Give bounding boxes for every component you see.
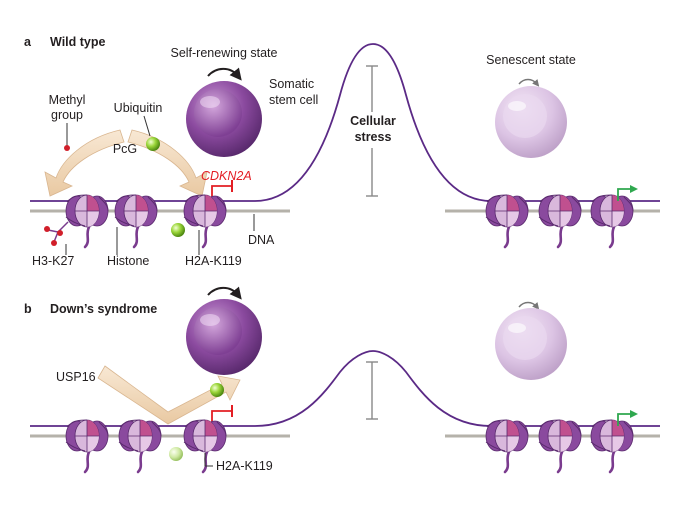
senescent-cell-icon — [495, 308, 567, 380]
nucleosome-icon — [117, 418, 163, 474]
usp16-label: USP16 — [56, 370, 96, 384]
activation-arrow-icon — [617, 413, 632, 426]
stem-cell-icon — [186, 81, 262, 157]
ubiquitin-pale-icon — [169, 447, 183, 461]
h3k27-label: H3-K27 — [32, 254, 74, 268]
nucleosome-icon — [182, 193, 228, 249]
panel-b: b Down’s syndrome USP16 H2A-K119 — [24, 286, 660, 474]
pcg-label: PcG — [113, 142, 137, 156]
repression-arrow-icon — [211, 185, 232, 200]
panel-a-title: Wild type — [50, 35, 105, 49]
self-renewing-label: Self-renewing state — [170, 46, 277, 60]
activation-arrow-head — [630, 185, 638, 193]
usp16-arrow — [97, 365, 241, 425]
dna-stress-curve-a — [30, 43, 660, 202]
nucleosome-icon — [64, 418, 110, 474]
rotation-arrow-icon — [518, 78, 540, 87]
h2ak119-label-b: H2A-K119 — [216, 459, 273, 473]
nucleosome-icon — [64, 193, 110, 249]
nucleosome-icon — [589, 193, 635, 249]
cellular-stress-line1: Cellular — [350, 114, 396, 128]
cdkn2a-label: CDKN2A — [201, 169, 252, 183]
rotation-arrow-icon — [207, 67, 242, 81]
stress-scale-bar-b — [366, 361, 378, 420]
pcg-arrow-left — [44, 129, 125, 197]
stress-label-bg — [345, 112, 401, 148]
methyl-label-line1: Methyl — [49, 93, 86, 107]
ubiquitin-icon — [171, 223, 185, 237]
nucleosome-icon — [484, 193, 530, 249]
histone-label: Histone — [107, 254, 149, 268]
cellular-stress-line2: stress — [355, 130, 392, 144]
dna-stress-curve-b — [30, 350, 660, 427]
panel-b-letter: b — [24, 302, 32, 316]
panel-b-title: Down’s syndrome — [50, 302, 157, 316]
rotation-arrow-icon — [518, 301, 540, 310]
nucleosome-icon — [589, 418, 635, 474]
somatic-label-line2: stem cell — [269, 93, 318, 107]
methyl-group-icon — [64, 145, 70, 151]
stem-cell-icon — [186, 299, 262, 375]
panel-a: a Wild type Cellular stress PcG Methyl g… — [24, 35, 660, 268]
senescent-cell-icon — [495, 86, 567, 158]
ubiquitin-label: Ubiquitin — [114, 101, 163, 115]
nucleosome-icon — [484, 418, 530, 474]
nucleosome-icon — [113, 193, 159, 249]
nucleosome-icon — [537, 193, 583, 249]
repression-arrow-icon — [211, 410, 232, 424]
ubiquitin-icon — [146, 137, 160, 151]
pointer-lines-a — [65, 214, 255, 255]
nucleosome-icon — [537, 418, 583, 474]
methyl-marks — [44, 221, 69, 246]
somatic-label-line1: Somatic — [269, 77, 314, 91]
activation-arrow-head — [630, 410, 638, 418]
ubiquitin-icon — [210, 383, 224, 397]
activation-arrow-icon — [617, 188, 632, 201]
methyl-label-line2: group — [51, 108, 83, 122]
senescent-label: Senescent state — [486, 53, 576, 67]
dna-label: DNA — [248, 233, 275, 247]
panel-a-letter: a — [24, 35, 32, 49]
rotation-arrow-icon — [207, 286, 242, 300]
h2ak119-label-a: H2A-K119 — [185, 254, 242, 268]
